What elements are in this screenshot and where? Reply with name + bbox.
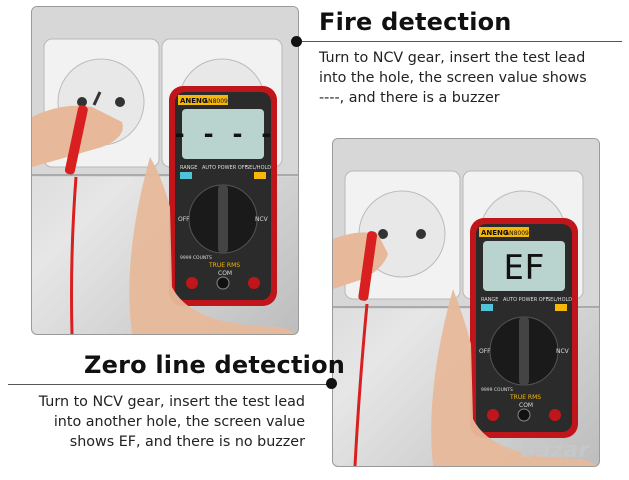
ncv-label: NCV bbox=[255, 216, 269, 223]
auto-power-off-label: AUTO POWER OFF bbox=[202, 165, 248, 171]
zero-connector-dot bbox=[326, 378, 337, 389]
off-label: OFF bbox=[479, 348, 491, 355]
hand-right bbox=[129, 157, 298, 334]
zero-desc-line: shows EF, and there is no buzzer bbox=[69, 434, 305, 450]
auto-power-off-label: AUTO POWER OFF bbox=[503, 297, 549, 303]
fire-detection-photo: ANENG AN8009 - - - - RANGE AUTO POWER OF… bbox=[31, 6, 299, 335]
brand-label: ANENG bbox=[180, 97, 208, 105]
range-button bbox=[481, 304, 493, 311]
zero-line-title: Zero line detection bbox=[84, 351, 346, 379]
brand-label: ANENG bbox=[481, 229, 509, 237]
counts-label: 9999 COUNTS bbox=[481, 387, 513, 393]
jack-com bbox=[216, 276, 230, 290]
ncv-label: NCV bbox=[556, 348, 570, 355]
com-label: COM bbox=[519, 402, 533, 409]
lcd-value: EF bbox=[504, 248, 545, 288]
counts-label: 9999 COUNTS bbox=[180, 255, 212, 261]
sel-hold-button bbox=[254, 172, 266, 179]
range-label: RANGE bbox=[481, 297, 498, 303]
true-rms-label: TRUE RMS bbox=[208, 262, 240, 269]
lcd-screen bbox=[182, 109, 264, 159]
test-lead bbox=[353, 303, 369, 466]
red-probe bbox=[64, 105, 88, 175]
test-lead bbox=[70, 176, 78, 334]
red-probe bbox=[358, 231, 378, 301]
lcd-screen bbox=[483, 241, 565, 291]
fire-connector-dot bbox=[291, 36, 302, 47]
zero-line-photo: ANENG AN8009 EF RANGE AUTO POWER OFF SEL… bbox=[332, 138, 600, 467]
model-label: AN8009 bbox=[505, 230, 529, 237]
com-label: COM bbox=[218, 270, 232, 277]
zero-desc-line: into another hole, the screen value bbox=[53, 414, 305, 430]
fire-desc-line: into the hole, the screen value shows bbox=[319, 70, 587, 86]
zero-line-description: Turn to NCV gear, insert the test lead i… bbox=[8, 392, 305, 452]
jack-v bbox=[248, 277, 260, 289]
model-label: AN8009 bbox=[204, 98, 228, 105]
watermark: bazar bbox=[520, 438, 590, 463]
zero-connector-line bbox=[8, 384, 334, 385]
jack-v bbox=[549, 409, 561, 421]
sel-hold-label: SEL/HOLD bbox=[547, 297, 572, 303]
range-button bbox=[180, 172, 192, 179]
true-rms-label: TRUE RMS bbox=[509, 394, 541, 401]
zero-desc-line: Turn to NCV gear, insert the test lead bbox=[38, 394, 305, 410]
fire-detection-illustration: ANENG AN8009 - - - - RANGE AUTO POWER OF… bbox=[32, 7, 298, 334]
off-label: OFF bbox=[178, 216, 190, 223]
jack-ma bbox=[487, 409, 499, 421]
fire-detection-description: Turn to NCV gear, insert the test lead i… bbox=[319, 48, 587, 108]
hand-right bbox=[431, 289, 599, 466]
sel-hold-label: SEL/HOLD bbox=[246, 165, 271, 171]
lcd-value: - - - - bbox=[172, 120, 273, 148]
fire-detection-title: Fire detection bbox=[319, 8, 512, 36]
fire-desc-line: ----, and there is a buzzer bbox=[319, 90, 500, 106]
zero-line-illustration: ANENG AN8009 EF RANGE AUTO POWER OFF SEL… bbox=[333, 139, 599, 466]
range-label: RANGE bbox=[180, 165, 197, 171]
jack-ma bbox=[186, 277, 198, 289]
fire-connector-line bbox=[297, 41, 622, 42]
sel-hold-button bbox=[555, 304, 567, 311]
jack-com bbox=[517, 408, 531, 422]
fire-desc-line: Turn to NCV gear, insert the test lead bbox=[319, 50, 586, 66]
